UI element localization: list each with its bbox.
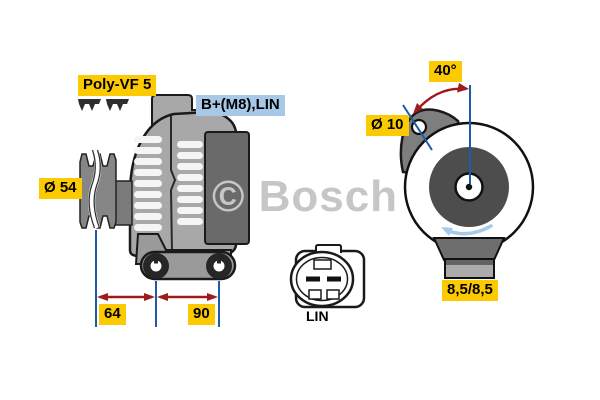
dimension-arrow-64 — [97, 293, 155, 301]
mounting-hole-diameter-label: Ø 10 — [366, 115, 409, 136]
rotation-arrow-icon — [441, 224, 493, 236]
connector-oval-inner — [295, 256, 349, 302]
pulley-break-symbol — [88, 148, 102, 230]
vent-slots-front — [134, 136, 162, 231]
belt-profile-icon — [78, 99, 129, 111]
shaft-center-dot — [465, 183, 473, 191]
dimension-64-label: 64 — [99, 304, 126, 325]
alternator-rear-view — [399, 83, 535, 279]
front-mounting-lug — [143, 253, 169, 279]
vent-slots-rear — [177, 141, 203, 225]
connector-key-bottom-right — [326, 289, 340, 300]
hole-axis-line — [402, 104, 433, 151]
connector-key-top — [313, 259, 332, 270]
mounting-angle-label: 40° — [429, 61, 462, 82]
bosch-watermark: © Bosch — [211, 172, 399, 221]
rear-foot — [432, 237, 506, 279]
rear-housing-block — [204, 131, 250, 245]
lin-connector-view — [289, 244, 366, 309]
connector-key-bottom-left — [308, 289, 322, 300]
terminals-label: B+(M8),LIN — [196, 95, 285, 116]
angle-arrow-40deg — [413, 83, 469, 114]
connector-pin-left — [306, 276, 320, 282]
dimension-90-label: 90 — [188, 304, 215, 325]
rear-mounting-lug — [206, 253, 232, 279]
alternator-side-view — [79, 94, 250, 327]
connector-pin-right — [327, 276, 341, 282]
dimension-arrow-90 — [157, 293, 218, 301]
pulley-diameter-label: Ø 54 — [39, 178, 82, 199]
connector-name-label: LIN — [306, 308, 329, 324]
foot-hole-sizes-label: 8,5/8,5 — [442, 280, 498, 301]
housing-seam — [169, 116, 177, 253]
mounting-feet — [134, 233, 237, 281]
belt-type-label: Poly-VF 5 — [78, 75, 157, 96]
